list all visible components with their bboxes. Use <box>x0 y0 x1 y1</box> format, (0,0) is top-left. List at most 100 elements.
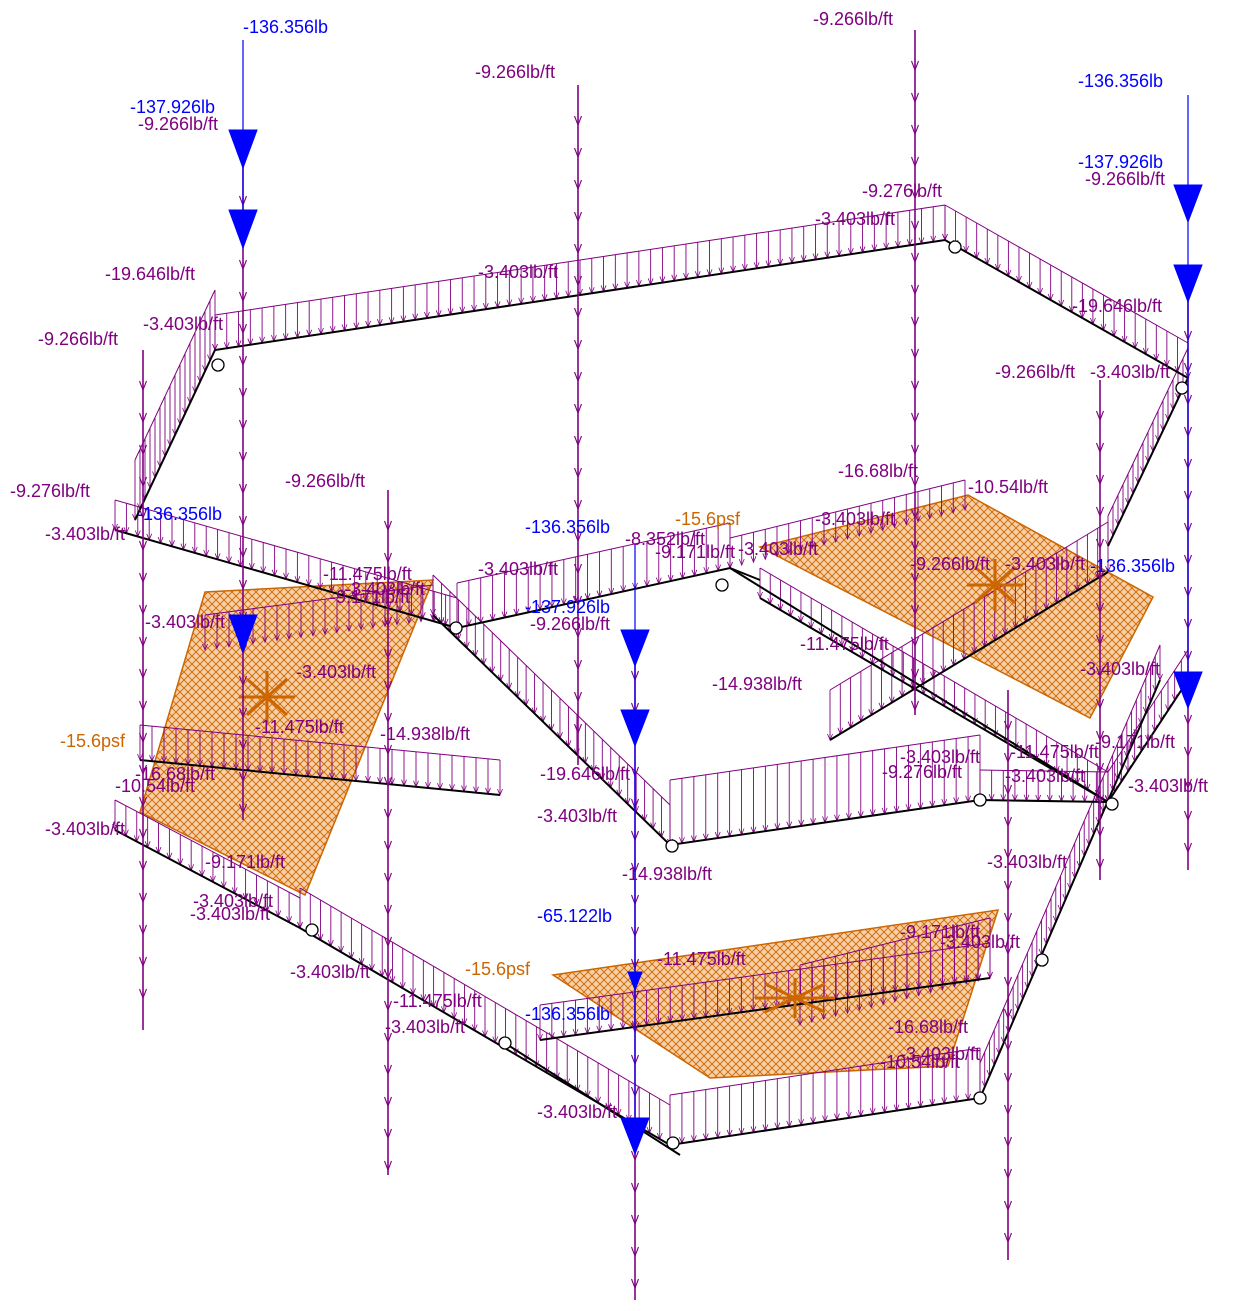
line-load-label: -3.403lb/ft <box>987 852 1067 872</box>
line-load-label: -3.403lb/ft <box>1005 766 1085 786</box>
line-load-label: -9.266lb/ft <box>995 362 1075 382</box>
line-load-label: -9.266lb/ft <box>138 114 218 134</box>
line-load-label: -9.276lb/ft <box>10 481 90 501</box>
line-load-band <box>667 1047 983 1147</box>
line-load-label: -9.171lb/ft <box>1095 732 1175 752</box>
line-load-label: -3.403lb/ft <box>900 1044 980 1064</box>
line-load-band <box>430 574 673 847</box>
area-load-label: -15.6psf <box>465 959 531 979</box>
point-load-arrow <box>228 129 258 170</box>
line-load-label: -3.403lb/ft <box>738 539 818 559</box>
line-load-label: -11.475lb/ft <box>255 717 344 737</box>
line-load-band <box>202 584 436 652</box>
support-node <box>715 578 729 592</box>
support-node <box>1035 953 1049 967</box>
line-load-label: -8.352lb/ft <box>625 529 705 549</box>
support-node <box>666 1136 680 1150</box>
support-node <box>305 923 319 937</box>
line-load-label: -9.276lb/ft <box>862 181 942 201</box>
bottom-beam <box>539 977 991 1041</box>
support-node <box>449 621 463 635</box>
line-load-label: -3.403lb/ft <box>900 747 980 767</box>
support-node <box>1175 381 1189 395</box>
line-load-label: -3.403lb/ft <box>815 209 895 229</box>
line-load-label: -11.475lb/ft <box>1010 742 1099 762</box>
line-load-label: -3.403lb/ft <box>478 262 558 282</box>
point-load-label: -137.926lb <box>525 597 610 617</box>
mid-frame-front <box>432 614 1109 847</box>
left-beam <box>139 759 501 796</box>
point-load-arrow <box>1173 184 1203 224</box>
area-symbols <box>239 559 1023 1018</box>
line-load-band <box>727 479 968 570</box>
line-load-band <box>757 567 1111 804</box>
line-load-label: -19.646lb/ft <box>540 764 630 784</box>
point-load-arrow <box>620 1117 650 1156</box>
line-load-label: -11.475lb/ft <box>800 634 889 654</box>
area-star-left <box>239 671 295 723</box>
line-load-label: -9.266lb/ft <box>475 62 555 82</box>
mid-frame-left <box>114 529 761 630</box>
line-load-label: -3.403lb/ft <box>537 806 617 826</box>
roof-frame <box>134 238 1190 547</box>
area-load-bottom <box>550 909 1000 1079</box>
point-load-arrow <box>1173 264 1203 304</box>
load-labels: -136.356lb -9.266lb/ft -9.266lb/ft -136.… <box>10 9 1208 1122</box>
point-load-arrow <box>627 971 643 992</box>
point-load-label: -136.356lb <box>525 1004 610 1024</box>
line-load-label: -3.403lb/ft <box>1005 554 1085 574</box>
line-load-label: -9.266lb/ft <box>285 471 365 491</box>
line-load-label: -14.938lb/ft <box>380 724 470 744</box>
line-load-label: -9.266lb/ft <box>530 614 610 634</box>
support-node <box>498 1036 512 1050</box>
line-load-label: -9.266lb/ft <box>1085 169 1165 189</box>
area-load-label: -15.6psf <box>60 731 126 751</box>
line-load-label: -3.403lb/ft <box>45 819 125 839</box>
point-load-label: -137.926lb <box>130 97 215 117</box>
area-star-bottom <box>755 978 835 1018</box>
line-load-label: -3.403lb/ft <box>478 559 558 579</box>
support-node <box>1105 797 1119 811</box>
line-load-label: -3.403lb/ft <box>345 579 425 599</box>
right-beam <box>829 571 1109 741</box>
mid-brace <box>759 597 1109 803</box>
point-loads <box>228 40 1203 1156</box>
line-load-label: -3.403lb/ft <box>815 509 895 529</box>
area-load-label: -15.6psf <box>675 509 741 529</box>
line-load-label: -3.403lb/ft <box>145 612 225 632</box>
point-load-label: -136.356lb <box>243 17 328 37</box>
support-node <box>211 358 225 372</box>
area-load-right <box>757 494 1155 720</box>
support-nodes <box>211 240 1189 1150</box>
line-load-label: -16.68lb/ft <box>838 461 918 481</box>
line-load-label: -9.171lb/ft <box>900 922 980 942</box>
vertical-load-line <box>910 30 920 715</box>
point-load-arrow <box>620 629 650 668</box>
line-load-band <box>667 734 983 847</box>
line-load-label: -3.403lb/ft <box>193 891 273 911</box>
line-load-label: -11.475lb/ft <box>393 991 482 1011</box>
frame-members <box>114 238 1190 1156</box>
point-load-label: -136.356lb <box>525 517 610 537</box>
line-load-band <box>112 499 460 630</box>
vertical-load-line <box>573 85 583 765</box>
line-load-label: -16.68lb/ft <box>135 764 215 784</box>
support-node <box>948 240 962 254</box>
line-load-label: -9.171lb/ft <box>205 852 285 872</box>
line-load-bands <box>112 204 1191 1147</box>
line-load-label: -14.938lb/ft <box>622 864 712 884</box>
point-load-label: -136.356lb <box>137 504 222 524</box>
point-load-arrow <box>228 209 258 250</box>
point-load-label: -137.926lb <box>1078 152 1163 172</box>
point-load-label: -65.122lb <box>537 906 612 926</box>
line-load-label: -9.266lb/ft <box>813 9 893 29</box>
point-load-label: -136.356lb <box>1090 556 1175 576</box>
line-load-label: -9.266lb/ft <box>38 329 118 349</box>
line-load-label: -3.403lb/ft <box>190 904 270 924</box>
line-load-label: -9.266lb/ft <box>910 554 990 574</box>
line-load-label: -3.403lb/ft <box>1128 776 1208 796</box>
line-load-label: -3.403lb/ft <box>537 1102 617 1122</box>
line-load-label: -3.403lb/ft <box>1090 362 1170 382</box>
line-load-label: -11.475lb/ft <box>657 949 746 969</box>
